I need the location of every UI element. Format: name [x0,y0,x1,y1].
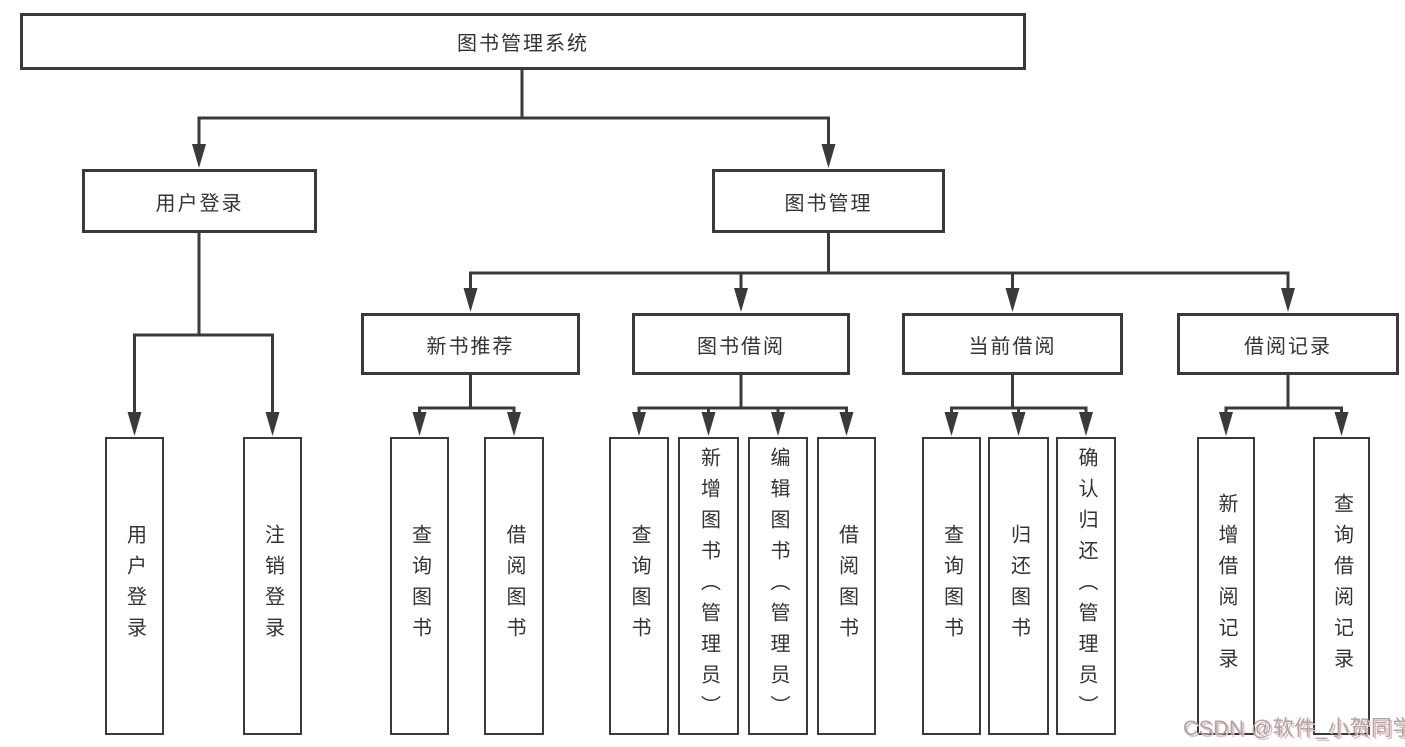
leaf-add-book-admin: 新增图书（管理员） [678,437,739,735]
leaf-query-books-recommend: 查询图书 [390,437,449,735]
leaf-confirm-return-admin: 确认归还（管理员） [1056,437,1116,735]
node-new-book-recommendation: 新书推荐 [361,313,580,375]
node-library-management-system: 图书管理系统 [20,13,1026,70]
csdn-watermark: CSDN @软件_小贺同学 [1183,717,1405,740]
leaf-user-login: 用户登录 [105,437,164,735]
leaf-logout: 注销登录 [243,437,302,735]
leaf-query-books-current: 查询图书 [922,437,981,735]
node-book-borrowing: 图书借阅 [632,313,850,375]
leaf-return-book: 归还图书 [988,437,1049,735]
leaf-query-books-borrowing: 查询图书 [609,437,669,735]
node-book-management: 图书管理 [712,169,945,233]
node-borrowing-records: 借阅记录 [1177,313,1399,375]
node-user-login: 用户登录 [82,169,317,233]
node-current-borrowing: 当前借阅 [902,313,1123,375]
leaf-borrow-books-recommend: 借阅图书 [484,437,544,735]
leaf-add-borrow-record: 新增借阅记录 [1197,437,1255,735]
leaf-borrow-books-borrowing: 借阅图书 [817,437,876,735]
leaf-edit-book-admin: 编辑图书（管理员） [748,437,808,735]
leaf-query-borrow-record: 查询借阅记录 [1313,437,1370,735]
